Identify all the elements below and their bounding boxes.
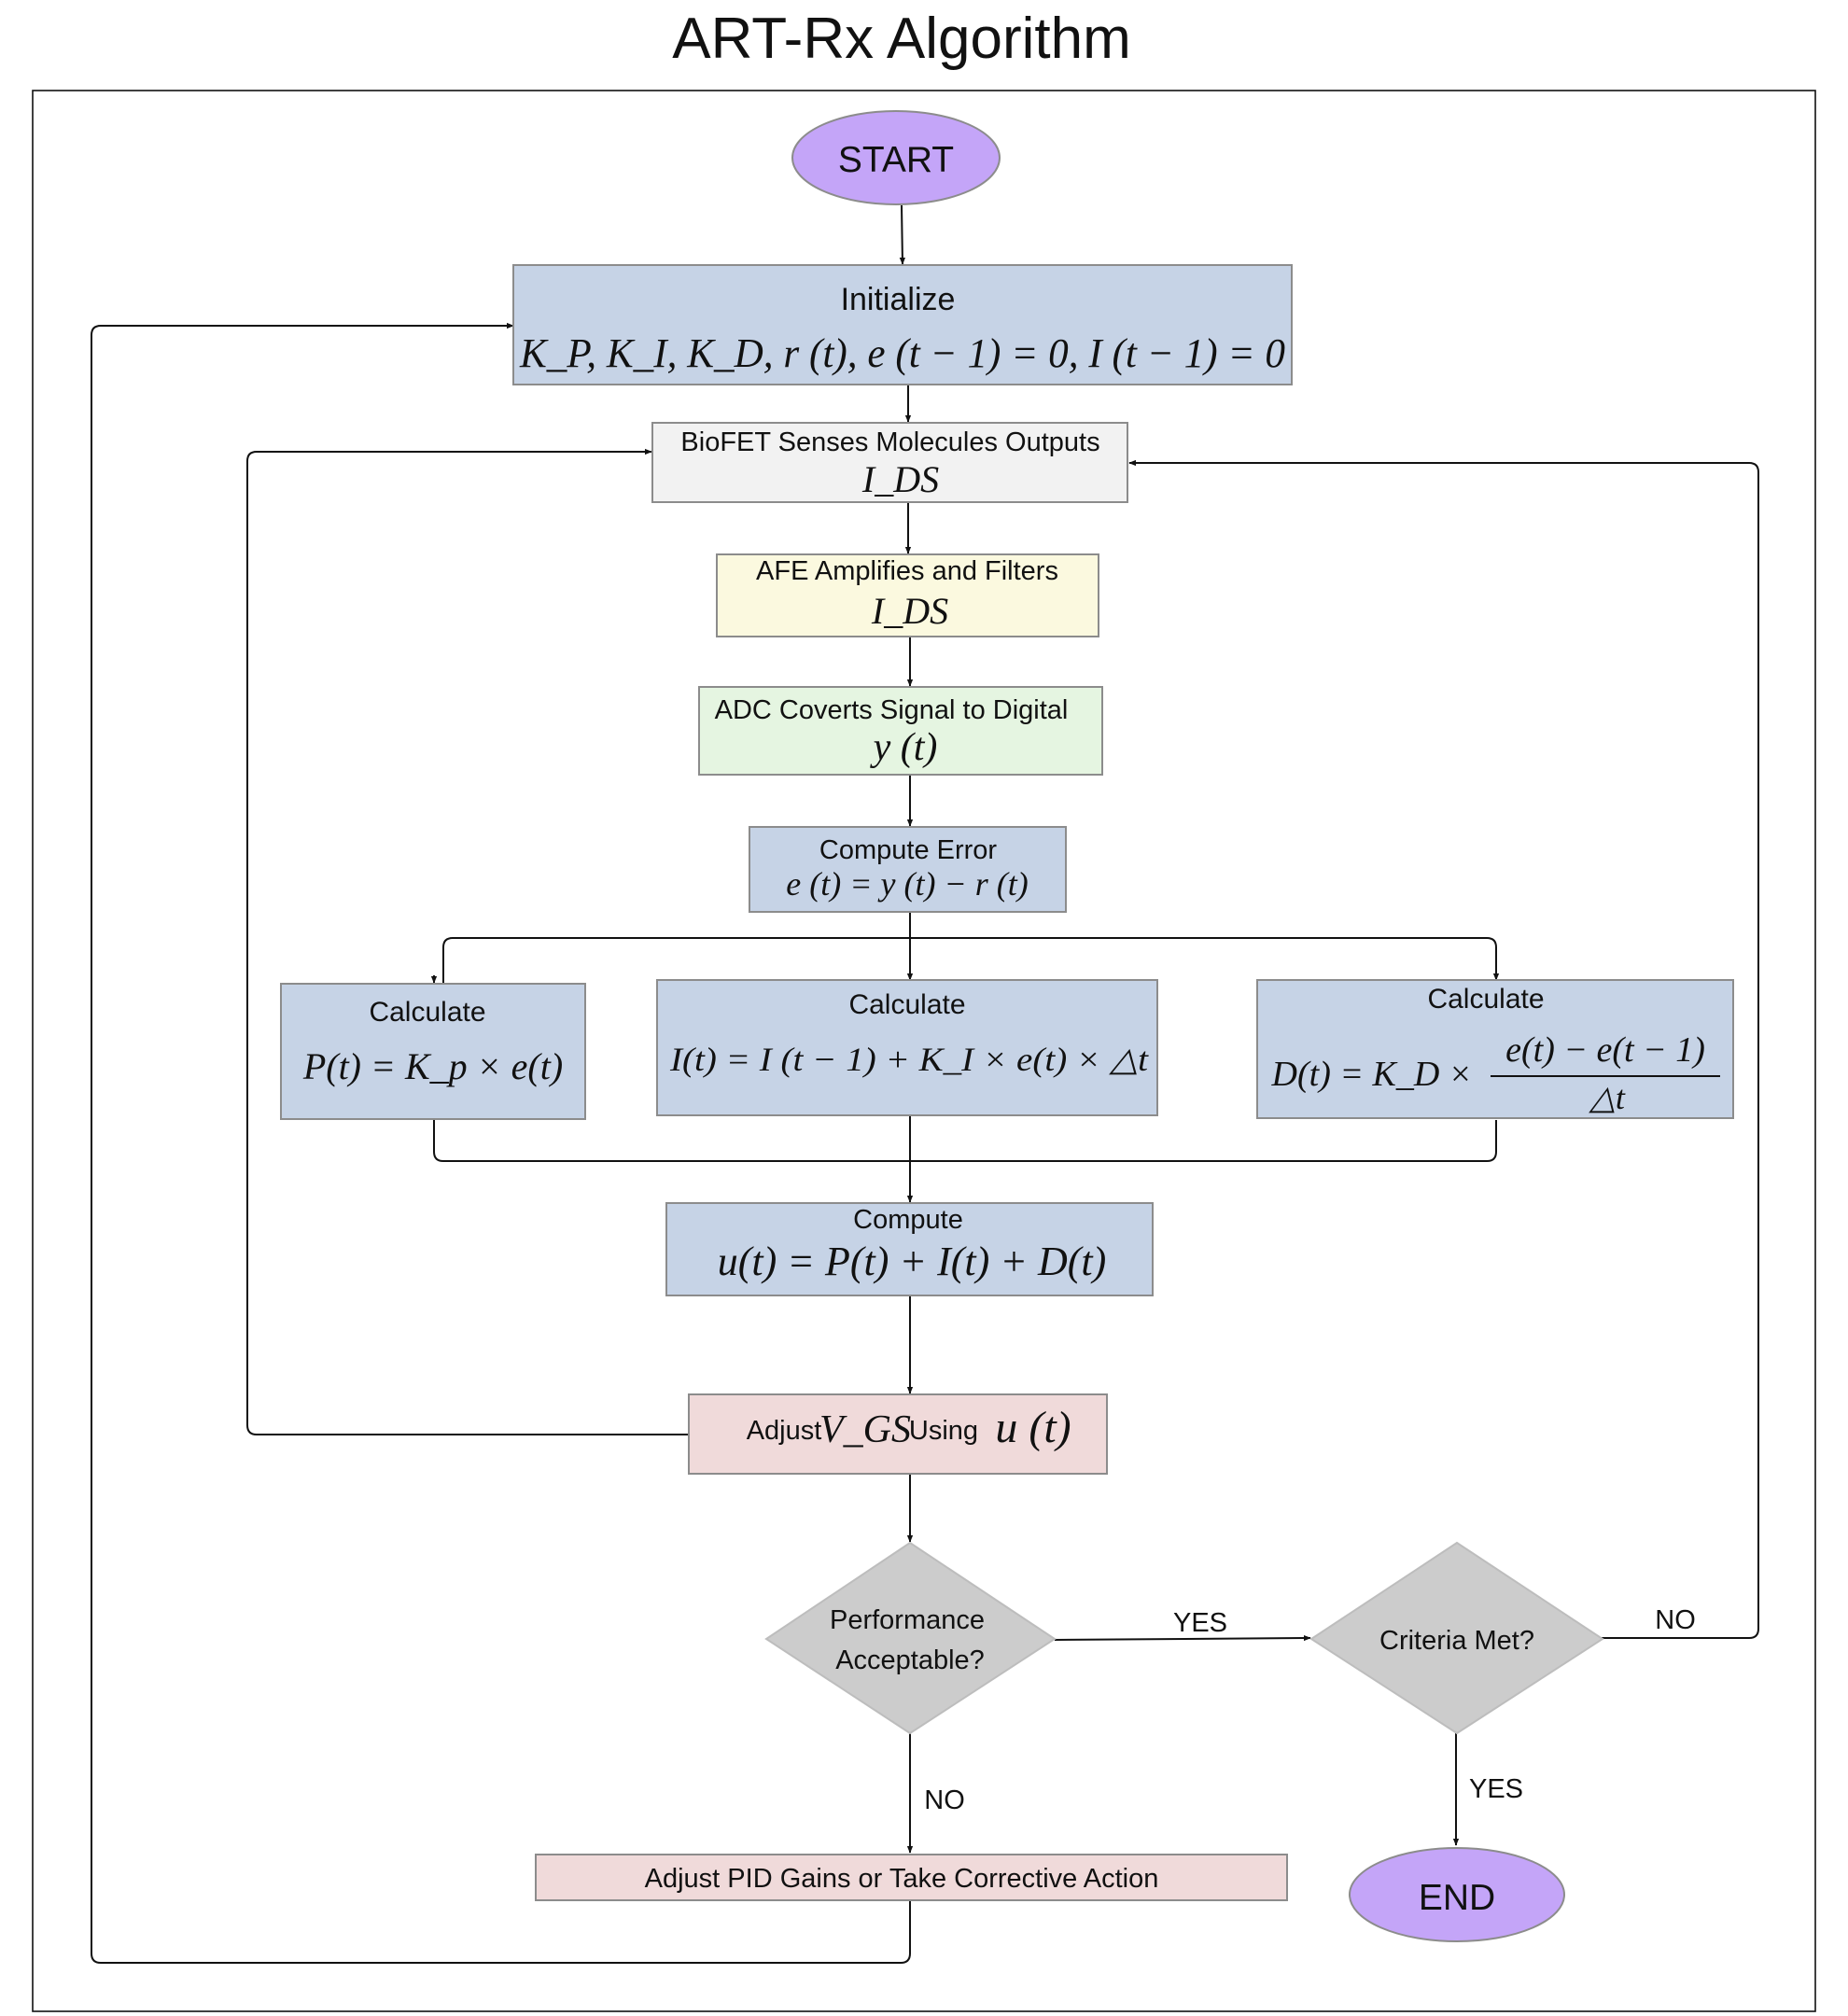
initialize-box	[512, 264, 1293, 385]
edge-adjust-loop-sense	[246, 448, 689, 1435]
edge-pid-loop-initialize	[91, 322, 911, 1964]
node-calc-d: Calculate D(t) = K_D × e(t) − e(t − 1) △…	[1256, 979, 1734, 1119]
adjust-vgs-label-middle: Using	[909, 1416, 978, 1446]
amplify-formula: I_DS	[871, 590, 948, 632]
amplify-label: AFE Amplifies and Filters	[756, 556, 1058, 586]
adjust-vgs-formula-u: u (t)	[995, 1403, 1071, 1452]
connectors	[91, 204, 1759, 1964]
node-sense: BioFET Senses Molecules Outputs I_DS	[651, 422, 1128, 503]
node-calc-p: Calculate P(t) = K_p × e(t)	[280, 983, 586, 1120]
calc-d-denominator: △t	[1589, 1079, 1626, 1116]
node-criteria: Criteria Met?	[1309, 1541, 1604, 1735]
calc-p-label: Calculate	[369, 997, 485, 1028]
node-adjust-pid: Adjust PID Gains or Take Corrective Acti…	[535, 1854, 1288, 1901]
error-label: Compute Error	[819, 835, 998, 865]
diagram-title: ART-Rx Algorithm	[672, 7, 1131, 71]
compute-formula: u(t) = P(t) + I(t) + D(t)	[718, 1239, 1107, 1284]
node-start: START	[791, 110, 1001, 205]
calc-d-numerator: e(t) − e(t − 1)	[1505, 1030, 1705, 1070]
error-formula: e (t) = y (t) − r (t)	[786, 865, 1029, 903]
calc-d-label: Calculate	[1427, 984, 1544, 1015]
edge-performance-yes	[1054, 1634, 1311, 1642]
performance-diamond	[764, 1541, 1057, 1735]
calc-p-formula: P(t) = K_p × e(t)	[302, 1045, 563, 1087]
end-ellipse	[1349, 1847, 1565, 1942]
end-label: END	[1419, 1878, 1495, 1918]
performance-label-line1: Performance	[830, 1605, 985, 1635]
node-initialize: Initialize K_P, K_I, K_D, r (t), e (t − …	[512, 264, 1293, 385]
adjust-vgs-formula-vgs: V_GS	[819, 1408, 911, 1451]
adjust-vgs-label-before: Adjust	[747, 1416, 822, 1446]
calc-i-label: Calculate	[848, 989, 965, 1020]
criteria-diamond	[1309, 1541, 1604, 1735]
initialize-formula: K_P, K_I, K_D, r (t), e (t − 1) = 0, I (…	[519, 330, 1285, 376]
start-ellipse	[791, 110, 1001, 205]
adc-formula: y (t)	[870, 726, 938, 769]
edge-label-criteria-yes: YES	[1469, 1774, 1523, 1804]
sense-formula: I_DS	[861, 458, 939, 500]
amplify-box	[716, 553, 1099, 637]
error-box	[749, 826, 1067, 913]
sense-box	[651, 422, 1128, 503]
node-adjust-vgs: Adjust V_GS Using u (t)	[688, 1393, 1108, 1475]
criteria-label: Criteria Met?	[1379, 1626, 1534, 1656]
edge-label-performance-yes: YES	[1173, 1608, 1227, 1638]
initialize-label: Initialize	[841, 282, 956, 317]
node-end: END	[1349, 1847, 1565, 1942]
node-performance: Performance Acceptable?	[764, 1541, 1057, 1735]
compute-box	[665, 1202, 1154, 1296]
diagram-frame	[32, 90, 1816, 2012]
node-amplify: AFE Amplifies and Filters I_DS	[716, 553, 1099, 637]
compute-label: Compute	[853, 1205, 963, 1235]
node-calc-i: Calculate I(t) = I (t − 1) + K_I × e(t) …	[656, 979, 1158, 1116]
adjust-vgs-box	[688, 1393, 1108, 1475]
edge-label-performance-no: NO	[924, 1785, 965, 1815]
edge-split-bus	[442, 937, 1497, 983]
edge-criteria-no	[1128, 459, 1759, 1639]
adjust-pid-box	[535, 1854, 1288, 1901]
start-label: START	[838, 140, 954, 180]
calc-i-formula: I(t) = I (t − 1) + K_I × e(t) × △t	[669, 1041, 1149, 1078]
calc-i-box	[656, 979, 1158, 1116]
calc-p-box	[280, 983, 586, 1120]
node-adc: ADC Coverts Signal to Digital y (t)	[698, 686, 1103, 776]
adc-box	[698, 686, 1103, 776]
edge-start-initialize	[899, 204, 906, 265]
calc-d-lhs: D(t) = K_D ×	[1271, 1055, 1473, 1094]
edge-label-criteria-no: NO	[1655, 1605, 1696, 1635]
edge-merge-bus	[433, 1120, 1497, 1162]
performance-label-line2: Acceptable?	[835, 1645, 985, 1675]
adc-label: ADC Coverts Signal to Digital	[715, 695, 1069, 725]
sense-label: BioFET Senses Molecules Outputs	[680, 427, 1099, 457]
node-error: Compute Error e (t) = y (t) − r (t)	[749, 826, 1067, 913]
adjust-pid-label: Adjust PID Gains or Take Corrective Acti…	[645, 1864, 1159, 1894]
node-compute: Compute u(t) = P(t) + I(t) + D(t)	[665, 1202, 1154, 1296]
calc-d-box	[1256, 979, 1734, 1119]
